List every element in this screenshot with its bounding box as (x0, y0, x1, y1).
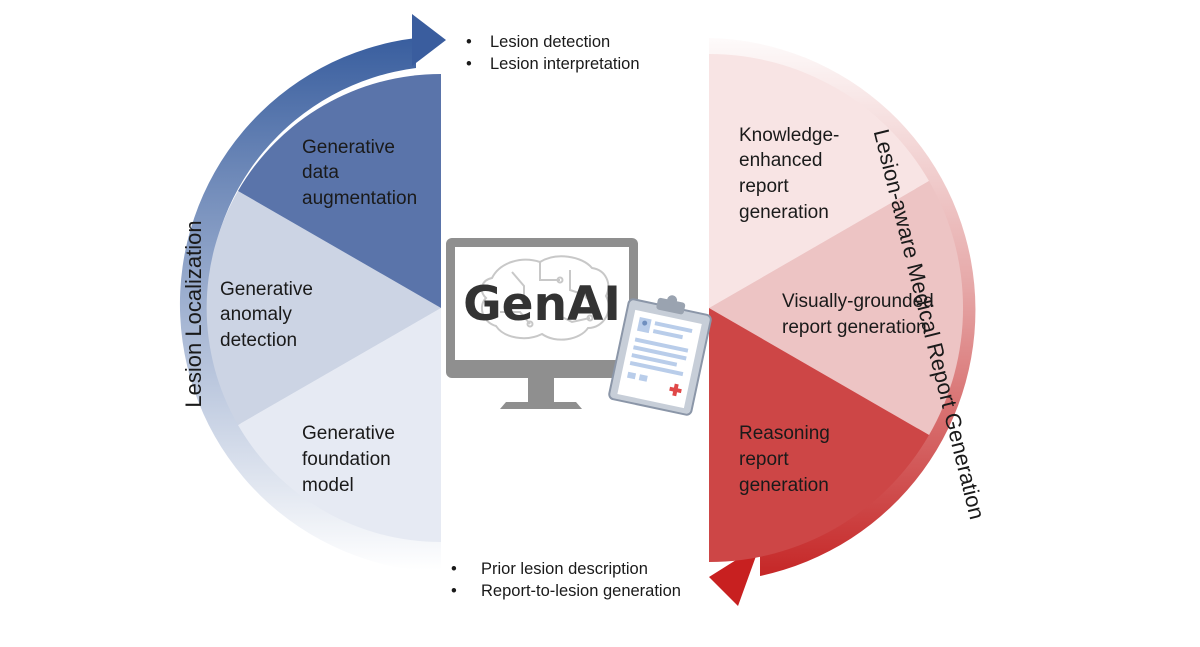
list-item: • (466, 55, 472, 73)
right-segment-top (709, 53, 929, 308)
bottom-bullet-list: • Prior lesion description • Report-to-l… (451, 560, 681, 600)
right-arrow-head (709, 545, 760, 606)
right-segment-middle-label: Visually-grounded report generation (782, 291, 939, 338)
left-segment-top-label: Generative data augmentation (302, 137, 417, 209)
list-item: Lesion detection (490, 33, 610, 51)
list-item: • (451, 582, 457, 600)
genai-logo: GenAI (463, 277, 621, 332)
lesion-localization-title: Lesion Localization (181, 220, 206, 407)
right-segment-bottom-label: Reasoning report generation (739, 423, 835, 496)
list-item: Lesion interpretation (490, 55, 640, 73)
top-bullet-list: • Lesion detection • Lesion interpretati… (466, 33, 640, 73)
right-segment-top-label: Knowledge- enhanced report generation (739, 125, 845, 223)
clipboard-report-icon (608, 295, 712, 416)
monitor-icon: GenAI (446, 238, 638, 409)
brain-circuit-icon (480, 255, 610, 341)
lesion-localization-half (179, 14, 446, 572)
left-outer-arrow-ring (179, 38, 441, 572)
left-segment-top (238, 73, 441, 308)
left-arrow-head (412, 14, 446, 66)
list-item: • (451, 560, 457, 578)
right-segment-bottom (709, 308, 929, 562)
list-item: Prior lesion description (481, 560, 648, 578)
left-segment-middle (206, 191, 441, 425)
left-segment-middle-label: Generative anomaly detection (220, 279, 318, 351)
list-item: • (466, 33, 472, 51)
left-segment-bottom (238, 308, 441, 543)
right-segment-middle (709, 181, 964, 435)
list-item: Report-to-lesion generation (481, 582, 681, 600)
left-segment-bottom-label: Generative foundation model (302, 423, 400, 496)
report-generation-half (709, 38, 976, 606)
